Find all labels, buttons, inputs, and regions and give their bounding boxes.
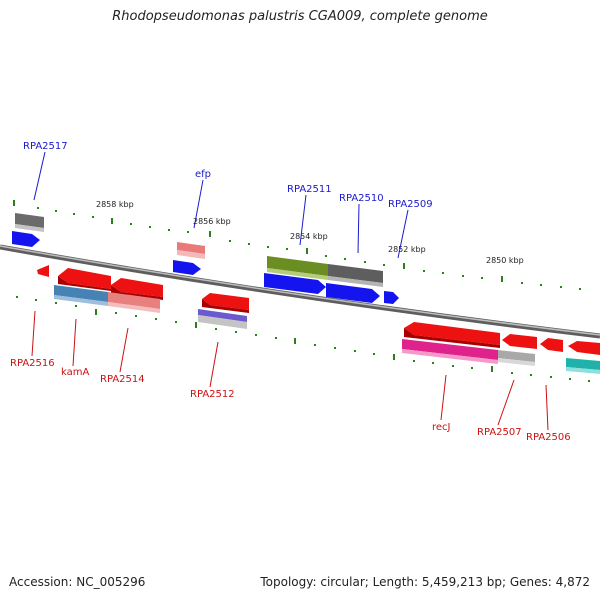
gene-arrow (37, 265, 49, 277)
gene-arrow (264, 273, 326, 294)
gene-block (566, 358, 600, 370)
gene-block (328, 264, 383, 283)
figure-title: Rhodopseudomonas palustris CGA009, compl… (112, 9, 488, 24)
gene-block-shade (108, 302, 160, 313)
lower-gene-track (37, 265, 600, 374)
gene-arrow (404, 322, 500, 345)
gene-arrow-shade (202, 299, 249, 313)
upper-tick-row (13, 200, 581, 290)
gene-block-shade (267, 268, 328, 280)
gene-block-shade (177, 250, 205, 259)
chromosome-backbone (0, 244, 600, 339)
gene-arrow (202, 293, 249, 310)
tick-label: 2852 kbp (388, 245, 426, 254)
gene-block (108, 292, 160, 309)
gene-arrow (540, 338, 563, 352)
gene-arrow-shade (58, 276, 111, 291)
gene-arrow (326, 283, 380, 303)
upper-gene-track (12, 213, 399, 304)
top-leader-lines (33, 151, 409, 259)
gene-arrow (173, 260, 201, 275)
gene-block (15, 213, 44, 228)
gene-arrow (384, 291, 399, 304)
genome-summary-text: Topology: circular; Length: 5,459,213 bp… (260, 575, 590, 589)
gene-block-shade (328, 276, 383, 287)
gene-label: RPA2512 (190, 389, 235, 400)
gene-label: kamA (61, 367, 89, 378)
gene-label: recJ (432, 422, 451, 433)
gene-label: RPA2516 (10, 358, 55, 369)
gene-block-shade (498, 358, 535, 366)
gene-label: RPA2517 (23, 141, 68, 152)
gene-arrow (58, 268, 111, 289)
gene-arrow (568, 341, 600, 355)
tick-label: 2850 kbp (486, 256, 524, 265)
gene-block-shade (15, 224, 44, 232)
bottom-leader-lines (31, 310, 549, 431)
accession-text: Accession: NC_005296 (9, 575, 146, 589)
chromosome-backbone-highlight (0, 245, 600, 336)
lower-tick-row (16, 296, 590, 382)
tick-label: 2856 kbp (193, 217, 231, 226)
gene-label: RPA2511 (287, 184, 332, 195)
gene-arrow-shade (404, 328, 500, 348)
gene-label: RPA2506 (526, 432, 571, 443)
tick-label: 2854 kbp (290, 232, 328, 241)
gene-block (54, 285, 108, 302)
gene-arrow (12, 231, 40, 247)
gene-block (402, 339, 498, 360)
gene-block-shade (54, 295, 108, 306)
gene-arrow-shade (111, 285, 163, 300)
gene-block (198, 309, 247, 322)
gene-block (267, 256, 328, 276)
gene-arrow (111, 278, 163, 297)
gene-label: efp (195, 169, 211, 180)
gene-block-shade (198, 315, 247, 329)
gene-label: RPA2509 (388, 199, 433, 210)
gene-block-shade (566, 367, 600, 374)
gene-arrow (502, 334, 537, 349)
gene-label: RPA2510 (339, 193, 384, 204)
gene-block-shade (402, 349, 498, 364)
gene-label: RPA2507 (477, 427, 522, 438)
gene-label: RPA2514 (100, 374, 145, 385)
tick-label: 2858 kbp (96, 200, 134, 209)
